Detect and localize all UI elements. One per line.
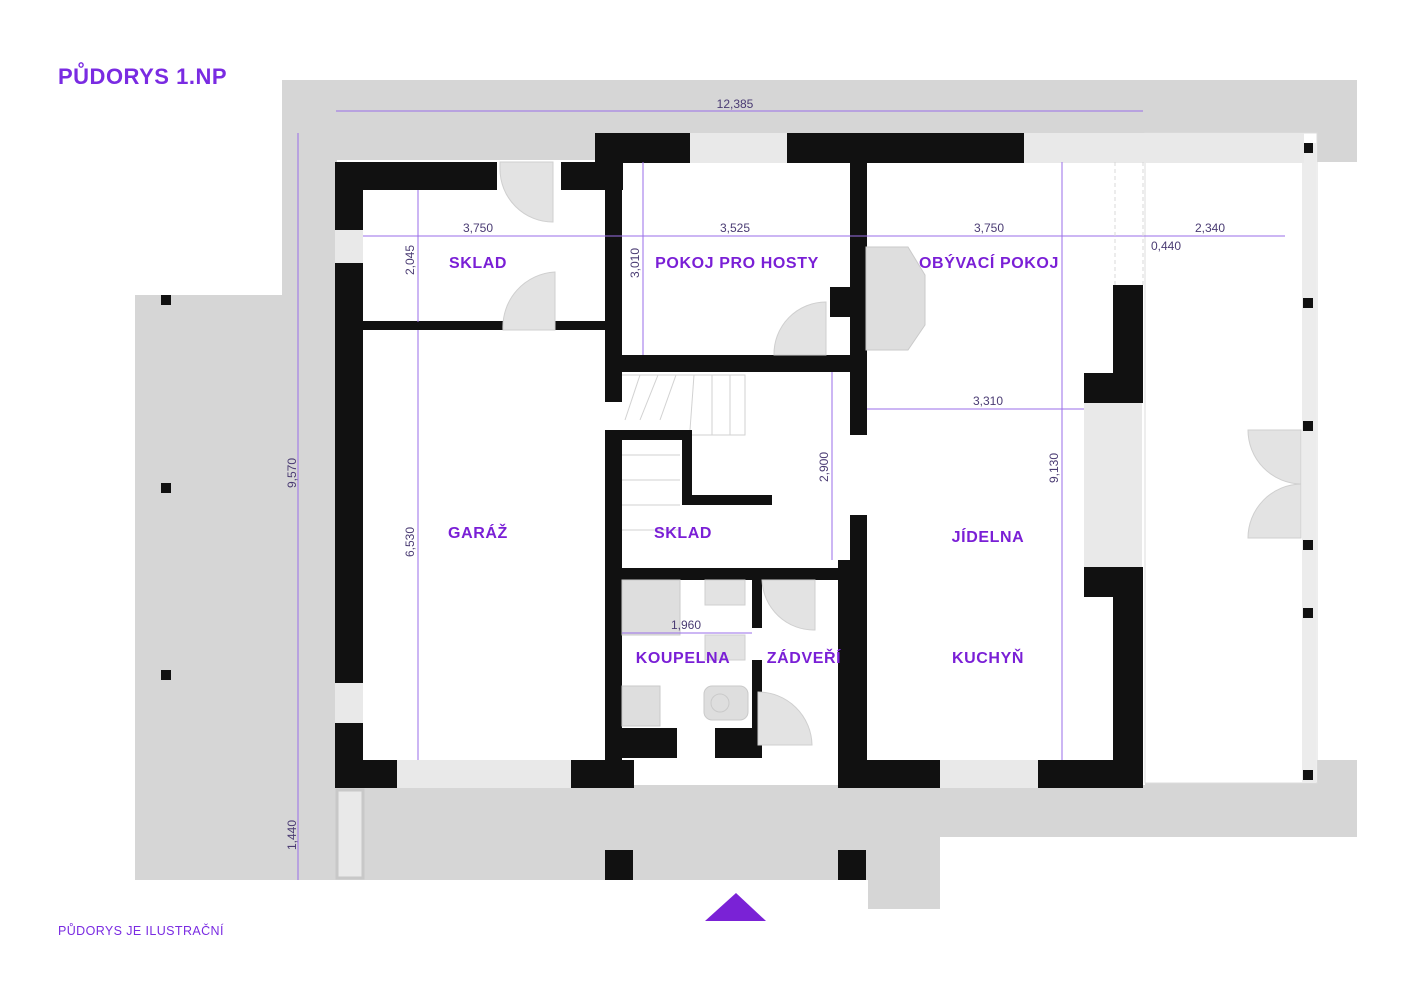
room-label-sklad-top: SKLAD: [449, 255, 507, 272]
page-title: PŮDORYS 1.NP: [58, 64, 228, 89]
dim-sklad-width: 3,750: [463, 221, 493, 235]
walls: [161, 133, 1313, 880]
dim-terrace-width: 2,340: [1195, 221, 1225, 235]
room-label-sklad-mid: SKLAD: [654, 525, 712, 542]
room-label-jidelna: JÍDELNA: [952, 527, 1025, 546]
room-labels: SKLAD POKOJ PRO HOSTY OBÝVACÍ POKOJ GARÁ…: [448, 253, 1059, 667]
dim-jidelna-width: 3,310: [973, 394, 1003, 408]
fixtures: [621, 246, 926, 727]
room-label-kuchyn: KUCHYŇ: [952, 648, 1024, 667]
room-label-garaz: GARÁŽ: [448, 523, 508, 542]
doors: [499, 161, 1302, 746]
room-label-obyvaci-pokoj: OBÝVACÍ POKOJ: [919, 253, 1059, 272]
dimension-lines: [297, 110, 1285, 880]
dim-overall-width: 12,385: [717, 97, 754, 111]
dim-hall-depth: 2,900: [817, 452, 831, 482]
dim-overall-height: 9,570: [285, 458, 299, 488]
dim-pokoj-width: 3,525: [720, 221, 750, 235]
entrance-arrow-icon: [705, 893, 766, 921]
footnote: PŮDORYS JE ILUSTRAČNÍ: [58, 924, 224, 938]
dim-obyvaci-width: 3,750: [974, 221, 1004, 235]
dim-sklad-depth: 2,045: [403, 245, 417, 275]
dimension-labels: 12,385 9,570 1,440 3,750 2,045 3,525 3,0…: [285, 97, 1225, 850]
dim-garaz-depth: 6,530: [403, 527, 417, 557]
stairs: [622, 374, 746, 531]
dim-koupelna-width: 1,960: [671, 618, 701, 632]
room-label-zadveri: ZÁDVEŘÍ: [767, 648, 841, 667]
dim-jidelna-depth: 9,130: [1047, 453, 1061, 483]
dim-terrace-depth: 1,440: [285, 820, 299, 850]
room-label-pokoj-pro-hosty: POKOJ PRO HOSTY: [655, 255, 819, 272]
windows: [335, 133, 1304, 880]
dim-pillar: 0,440: [1151, 239, 1181, 253]
room-label-koupelna: KOUPELNA: [636, 650, 731, 667]
dim-pokoj-depth: 3,010: [628, 248, 642, 278]
